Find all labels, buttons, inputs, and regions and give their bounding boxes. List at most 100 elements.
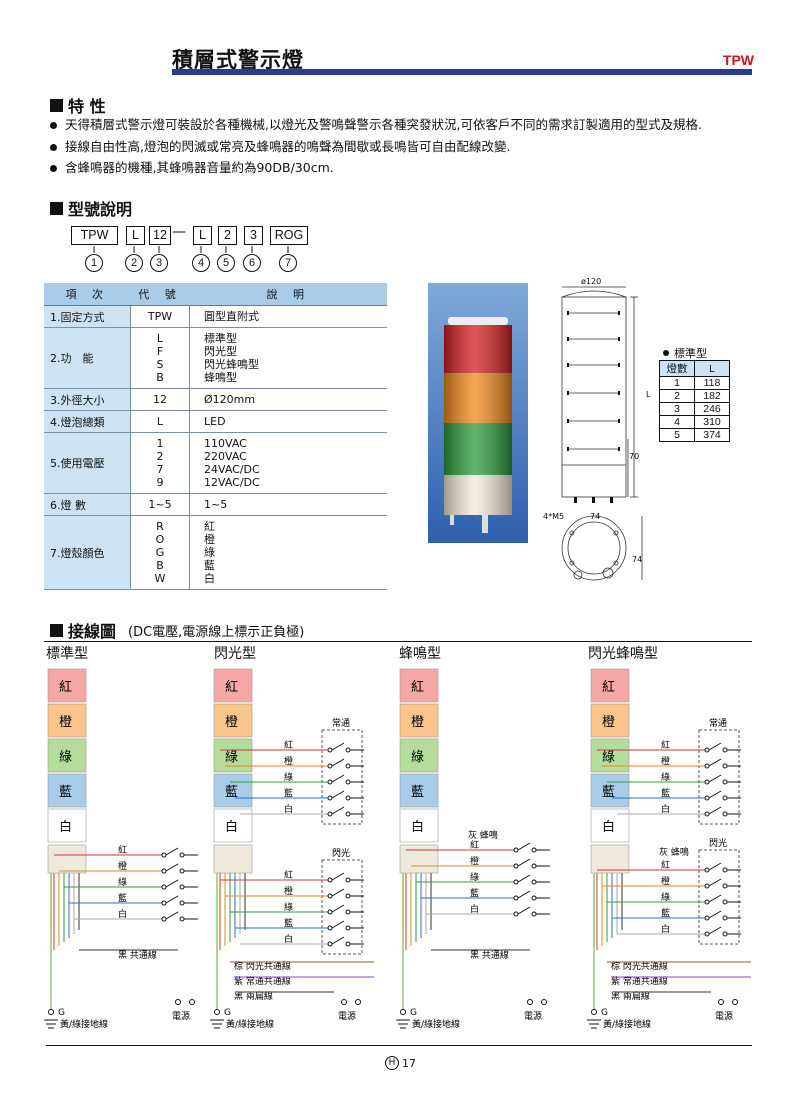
ground-g: G [410,1008,417,1018]
wire-label: 橙 [118,860,127,872]
switch-contact [722,779,728,785]
ground-terminal [214,1009,220,1015]
switch-blade [331,790,345,799]
switch-box [321,729,363,825]
power-terminal [341,999,347,1005]
lamp-label: 白 [225,819,238,835]
wire-label: 藍 [470,887,479,899]
lamp-base [213,844,253,874]
wiring-note: (DC電壓,電源線上標示正負極) [128,624,305,640]
switch-contact [704,883,710,889]
spec-code: 7 [156,463,164,476]
switch-blade [331,904,345,913]
power-label: 電源 [524,1011,542,1022]
switch-blade [517,858,531,867]
switch-contact [704,915,710,921]
switch-contact [327,747,333,753]
switch-contact [327,893,333,899]
spec-header: 代 號 [130,283,190,306]
std-header: 燈數 [659,360,695,377]
dim-length: L [646,390,651,399]
lamp-label: 紅 [602,680,615,695]
spec-desc-line: 110VAC [204,437,247,450]
black-common-label: 黑 共通線 [118,949,157,961]
spec-item: 4.燈泡總類 [44,410,131,433]
lamp-label: 紅 [225,680,238,695]
switch-contact [531,863,537,869]
model-num: 4 [192,254,210,272]
spec-code: R [156,520,164,533]
switch-contact [722,763,728,769]
lamp-label: 橙 [59,715,72,730]
power-label: 電源 [338,1011,356,1022]
wire-label: 白 [284,933,293,945]
switch-blade [165,895,179,904]
spec-code: 1 [156,437,164,450]
switch-contact [327,763,333,769]
model-part: 2 [218,226,237,245]
lamp-segment [213,703,253,738]
spec-desc-line: 紅 [204,520,215,533]
wire-label: 藍 [661,787,670,799]
wire-label: 綠 [284,771,293,783]
footer-rule [46,1045,752,1046]
switch-contact [531,895,537,901]
wire-label: 藍 [118,892,127,904]
wire-label: 橙 [470,855,479,867]
switch-contact [722,899,728,905]
switch-contact [531,847,537,853]
spec-codes: TPW [130,305,190,328]
model-heading: 型號說明 [50,196,132,220]
switch-contact [722,747,728,753]
spec-desc-line: 220VAC [204,450,247,463]
switch-contact [327,811,333,817]
model-part: ROG [270,226,308,245]
ground-label: 黃/綠接地線 [226,1018,274,1030]
switch-contact [513,879,519,885]
spec-desc-line: 白 [204,572,215,585]
switch-contact [345,893,351,899]
switch-contact [722,883,728,889]
switch-contact [704,811,710,817]
switch-contact [327,925,333,931]
switch-blade [708,910,722,919]
switch-contact [179,868,185,874]
switch-contact [704,747,710,753]
switch-contact [513,911,519,917]
spec-item: 2.功 能 [44,327,131,389]
spec-desc-line: 1~5 [204,498,228,511]
spec-code: B [156,371,164,384]
switch-contact [179,900,185,906]
model-num: 3 [150,254,168,272]
wire-label: 紅 [284,870,293,881]
lamp-label: 紅 [59,680,72,695]
switch-blade [331,920,345,929]
ground-icon [587,1019,601,1029]
wire-label: 藍 [284,917,293,929]
lamp-label: 綠 [411,750,424,765]
model-connectors [93,246,289,253]
spec-desc-line: 圓型直附式 [204,310,259,323]
spec-desc: LED [189,410,387,433]
spec-desc-line: 藍 [204,559,215,572]
switch-contact [513,863,519,869]
model-part: 12 [149,226,171,245]
switch-contact [704,763,710,769]
wiring-type-flash-buzzer: 閃光蜂鳴型 [588,646,658,662]
switch-blade [331,872,345,881]
lamp-label: 白 [411,819,424,835]
switch-blade [331,936,345,945]
switch-contact [513,895,519,901]
std-length: 310 [694,415,730,429]
switch-box [321,859,363,955]
switch-contact [161,884,167,890]
switch-box-label: 常通 [709,717,727,729]
lamp-segment [47,703,87,738]
ground-label: 黃/綠接地線 [412,1018,460,1030]
wiring-rule [44,641,752,643]
model-num: 5 [217,254,235,272]
